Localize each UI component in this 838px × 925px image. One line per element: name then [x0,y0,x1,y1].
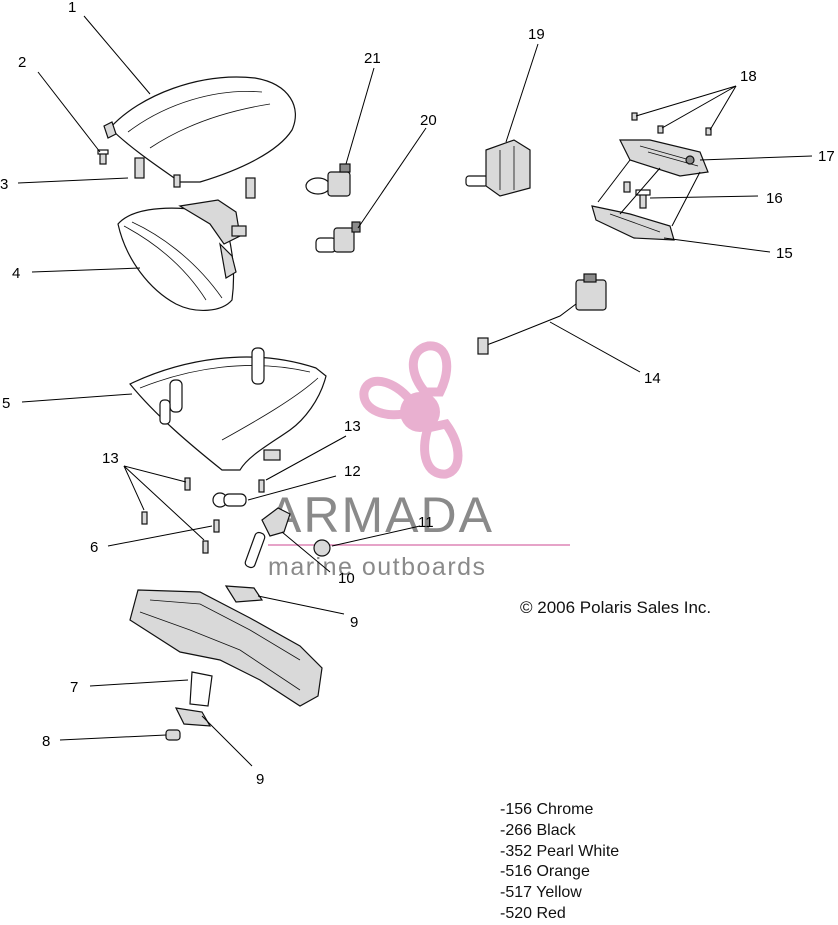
part-2-screw [97,149,109,165]
part-8-clip [165,729,181,741]
watermark-brand: ARMADA [268,487,494,543]
part-21-bulb [305,163,351,197]
part-19-bulb [465,139,531,197]
color-code-item: -266 Black [500,821,576,839]
callout-9-upper: 9 [350,614,358,631]
leader-lines [17,15,813,767]
part-7-mount-bracket [129,589,323,707]
part-4-headlight-housing [117,199,247,311]
part-20-bulb [315,221,361,253]
callout-7: 7 [70,679,78,696]
color-code-list: -156 Chrome -266 Black -352 Pearl White … [500,800,619,925]
propeller-blade-right [420,418,463,479]
propeller-blade-left [359,376,418,420]
callout-18: 18 [740,68,757,85]
watermark-logo [359,341,463,479]
part-13-screws [141,477,265,554]
part-1-lens-cover [103,76,296,183]
callout-8: 8 [42,733,50,750]
part-6-screw [213,519,220,533]
part-17-light-module [619,139,709,177]
part-3-standoff [134,157,256,199]
color-code-item: -517 Yellow [500,884,582,902]
part-9-grommet-upper [224,585,264,603]
callout-1: 1 [68,0,76,16]
callout-20: 20 [420,112,437,129]
part-5-lower-housing [129,347,327,471]
callout-10: 10 [338,570,355,587]
callout-13-right: 13 [344,418,361,435]
watermark-tagline: marine outboards [268,553,487,581]
callout-5: 5 [2,395,10,412]
callout-12: 12 [344,463,361,480]
part-18-screws [631,112,712,136]
color-code-item: -352 Pearl White [500,842,620,860]
part-12-pivot-pin [212,492,247,508]
copyright-notice: © 2006 Polaris Sales Inc. [520,598,712,617]
callout-17: 17 [818,148,835,165]
callout-11: 11 [418,514,434,531]
propeller-hub [400,392,440,432]
callout-13-left: 13 [102,450,119,467]
callout-labels: 1 2 3 4 5 6 7 8 9 9 10 11 12 13 13 14 15… [0,0,835,788]
callout-2: 2 [18,54,26,71]
callout-9-lower: 9 [256,771,264,788]
callout-16: 16 [766,190,783,207]
part-10-adjuster [244,507,291,569]
color-code-item: -520 Red [500,904,566,922]
part-14-wire-harness [477,273,607,355]
callout-6: 6 [90,539,98,556]
color-code-item: -156 Chrome [500,801,594,818]
callout-4: 4 [12,265,20,282]
part-16-screw [623,181,651,209]
part-11-nut [313,539,331,557]
callout-14: 14 [644,370,661,387]
callout-3: 3 [0,176,8,193]
callout-19: 19 [528,26,545,43]
part-15-lower-housing [591,205,675,241]
callout-15: 15 [776,245,793,262]
callout-21: 21 [364,50,381,67]
propeller-blade-top [408,341,452,397]
color-code-item: -516 Orange [500,863,590,881]
part-9-grommet-lower [174,707,212,727]
